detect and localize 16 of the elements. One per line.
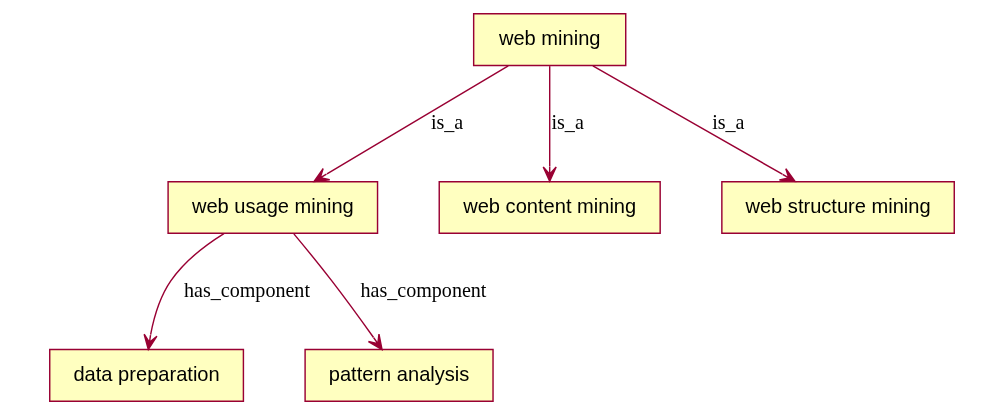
arrow: [142, 232, 225, 351]
edge-label: has_component: [359, 278, 486, 301]
node-box: pattern analysis: [303, 348, 494, 402]
edge-label: is_a: [430, 110, 463, 133]
node-box: web structure mining: [720, 180, 955, 235]
edge-label: has_component: [183, 278, 310, 301]
arrow: [591, 65, 796, 183]
edge-label: is_a: [711, 110, 744, 133]
edge-label: is_a: [550, 110, 584, 133]
node-box: web mining: [472, 13, 626, 67]
arrow: [542, 65, 557, 183]
arrow: [292, 233, 383, 351]
node-box: web content mining: [438, 180, 661, 235]
node-box: web usage mining: [166, 180, 378, 235]
node-box: data preparation: [48, 348, 244, 402]
arrow: [312, 65, 509, 183]
